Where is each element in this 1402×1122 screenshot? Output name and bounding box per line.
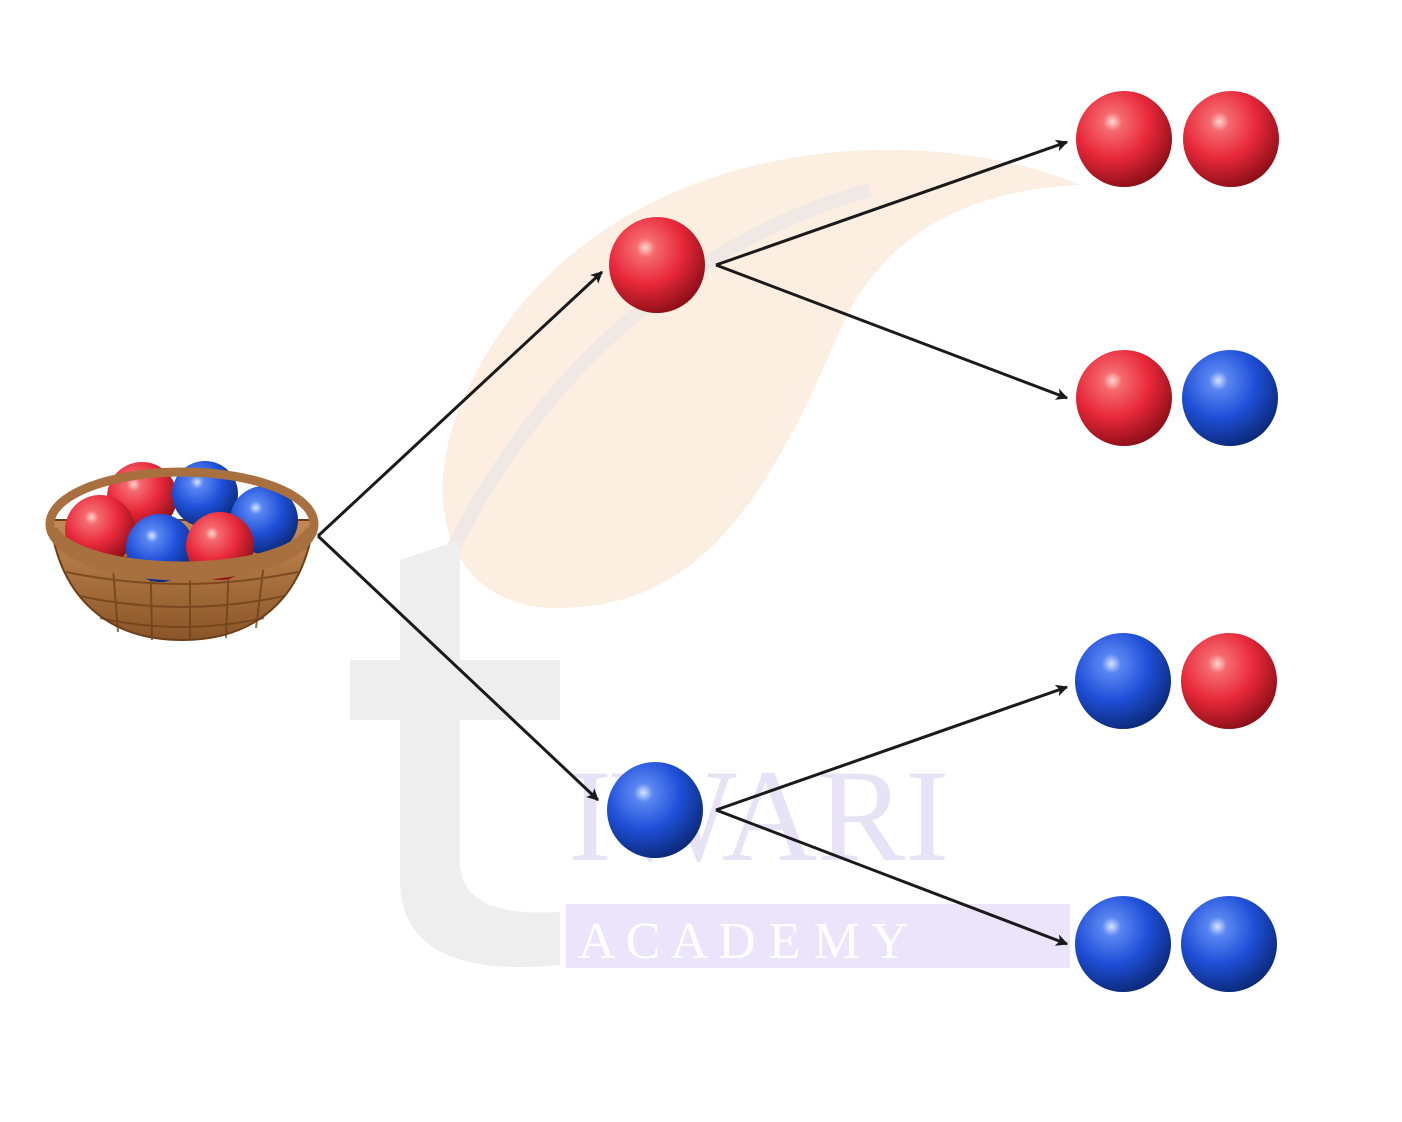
first-draw-nodes xyxy=(607,217,705,858)
outcome-blue-ball xyxy=(1182,350,1278,446)
outcome-blue-blue xyxy=(1075,896,1277,992)
watermark-letter-t-stem xyxy=(400,540,560,968)
first-draw-red-ball xyxy=(609,217,705,313)
arrow-blue-to-blue-blue xyxy=(715,808,1069,946)
arrow-red-to-red-blue xyxy=(715,263,1069,400)
outcome-red-red xyxy=(1076,91,1279,187)
outcome-blue-red xyxy=(1075,633,1277,729)
watermark-swoosh xyxy=(423,183,872,603)
outcome-blue-ball xyxy=(1181,896,1277,992)
outcome-blue-ball xyxy=(1075,633,1171,729)
basket-front-rim xyxy=(46,526,318,574)
watermark-leaf xyxy=(442,149,1080,609)
basket xyxy=(45,461,319,642)
outcome-red-ball xyxy=(1076,350,1172,446)
outcome-red-blue xyxy=(1076,350,1278,446)
outcome-red-ball xyxy=(1183,91,1279,187)
outcome-red-ball xyxy=(1181,633,1277,729)
arrow-basket-to-red xyxy=(316,270,604,538)
watermark-subtitle: A C A D E M Y xyxy=(578,913,908,970)
tree-arrows xyxy=(316,139,1069,946)
arrow-blue-to-blue-red xyxy=(715,684,1069,812)
watermark-logo: IWARI A C A D E M Y xyxy=(350,149,1080,970)
arrow-red-to-red-red xyxy=(715,139,1069,267)
first-draw-blue-ball xyxy=(607,762,703,858)
basket-rim xyxy=(45,467,319,581)
outcome-blue-ball xyxy=(1075,896,1171,992)
arrow-basket-to-blue xyxy=(316,534,600,802)
outcome-red-ball xyxy=(1076,91,1172,187)
